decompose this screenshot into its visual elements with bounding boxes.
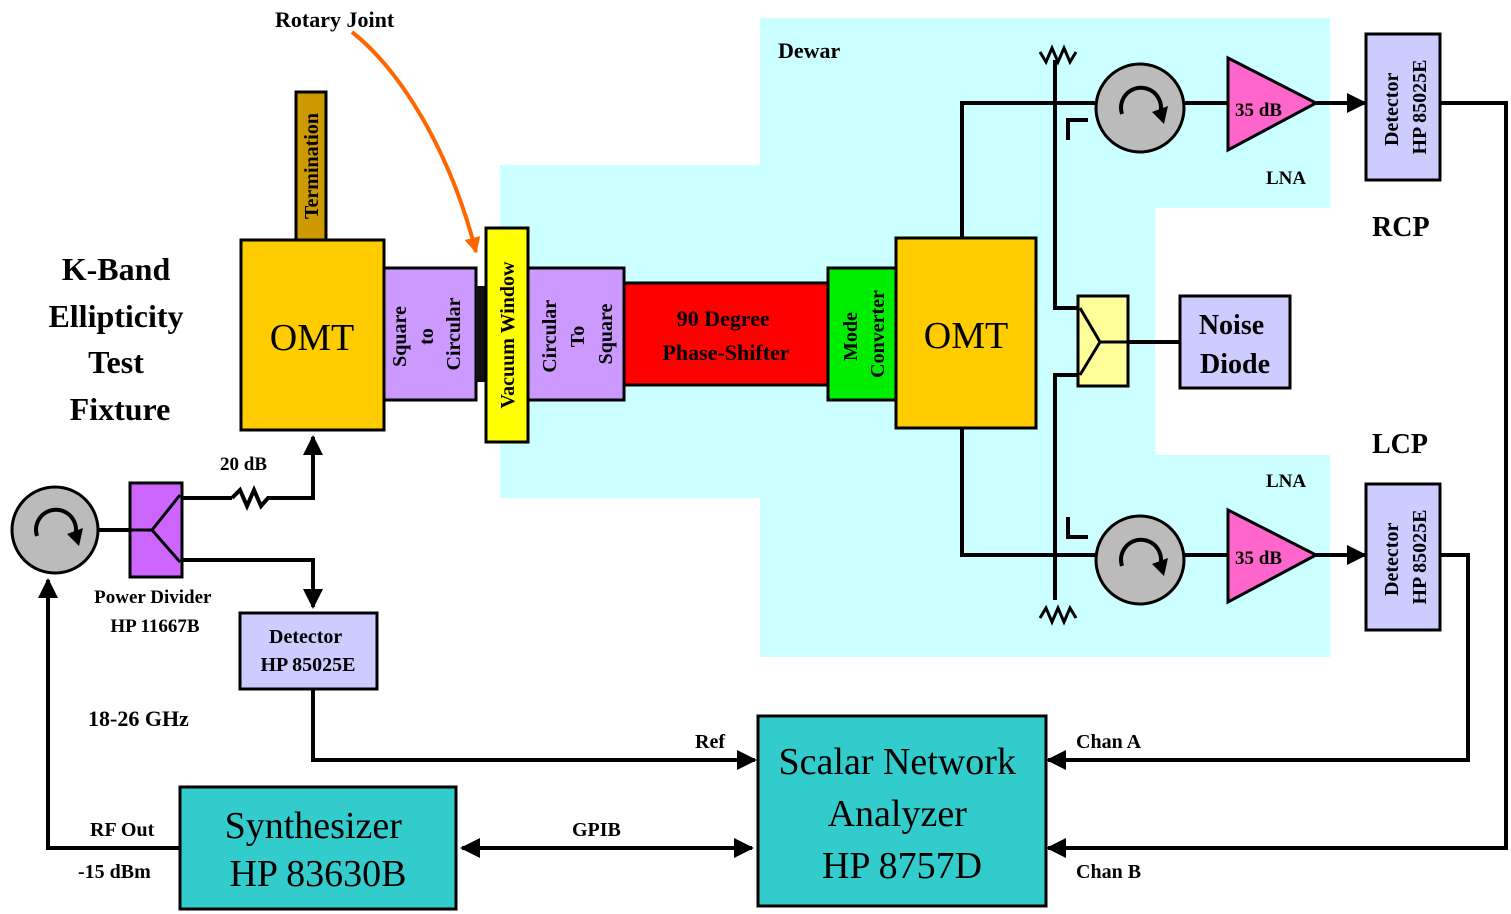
vacuum-window-label: Vacuum Window (497, 261, 519, 408)
synthesizer (178, 785, 458, 911)
analyzer-label: Scalar Network Analyzer HP 8757D (779, 741, 1026, 887)
ref-label: Ref (695, 731, 725, 753)
title: K-Band Ellipticity Test Fixture (48, 251, 191, 427)
omt-left (239, 238, 386, 432)
detector-ref (238, 611, 379, 691)
circulator-source (10, 485, 100, 575)
noise-diode-label: Noise Diode (1199, 310, 1271, 380)
flange (476, 286, 486, 382)
phase-shifter (622, 281, 830, 387)
lna-rcp (1226, 55, 1320, 153)
rotary-joint-label: Rotary Joint (275, 7, 395, 32)
omt-left-label: OMT (270, 317, 354, 359)
circular-to-square-label: Circular To Square (539, 295, 617, 373)
dewar-label: Dewar (778, 38, 841, 63)
power-divider-label: Power Divider HP 11667B (94, 587, 216, 637)
lna-lcp (1226, 507, 1320, 605)
detector-rcp (1364, 32, 1442, 182)
rf-level-label: -15 dBm (78, 861, 151, 883)
gpib-label: GPIB (572, 819, 621, 841)
rf-out-label: RF Out (90, 819, 155, 841)
circular-to-square (526, 266, 626, 402)
detector-lcp (1364, 482, 1442, 632)
signal-lines (38, 44, 1508, 858)
scalar-network-analyzer (756, 714, 1048, 908)
detector-rcp-label: Detector HP 85025E (1381, 59, 1431, 154)
termination (294, 90, 328, 242)
square-to-circular-label: Square to Circular (389, 297, 465, 370)
lna-lcp-label: LNA (1266, 471, 1306, 492)
circulator-rcp (1094, 62, 1186, 154)
omt-right (894, 236, 1038, 430)
synthesizer-label: Synthesizer HP 83630B (225, 805, 412, 895)
chan-b-label: Chan B (1076, 861, 1141, 883)
vacuum-window (484, 226, 530, 444)
rotary-joint-arrow (350, 30, 481, 254)
circulator-lcp (1094, 514, 1186, 606)
mode-converter-label: Mode Converter (840, 290, 889, 378)
lna-lcp-gain: 35 dB (1235, 548, 1282, 569)
mode-converter (826, 266, 898, 402)
noise-hybrid-lines (1078, 307, 1128, 376)
chan-a-label: Chan A (1076, 731, 1142, 753)
lcp-label: LCP (1372, 429, 1428, 460)
detector-lcp-label: Detector HP 85025E (1381, 509, 1431, 604)
noise-diode (1178, 294, 1292, 390)
detector-ref-label: Detector HP 85025E (260, 626, 355, 676)
power-divider-lines (130, 494, 182, 563)
phase-shifter-label: 90 Degree Phase-Shifter (662, 306, 789, 365)
lna-rcp-gain: 35 dB (1235, 100, 1282, 121)
termination-label: Termination (301, 113, 323, 219)
rcp-label: RCP (1372, 212, 1430, 243)
frequency-range: 18-26 GHz (88, 706, 189, 731)
attenuator-label: 20 dB (220, 454, 267, 475)
lna-rcp-label: LNA (1266, 168, 1306, 189)
omt-right-label: OMT (924, 315, 1008, 357)
square-to-circular (382, 266, 478, 402)
